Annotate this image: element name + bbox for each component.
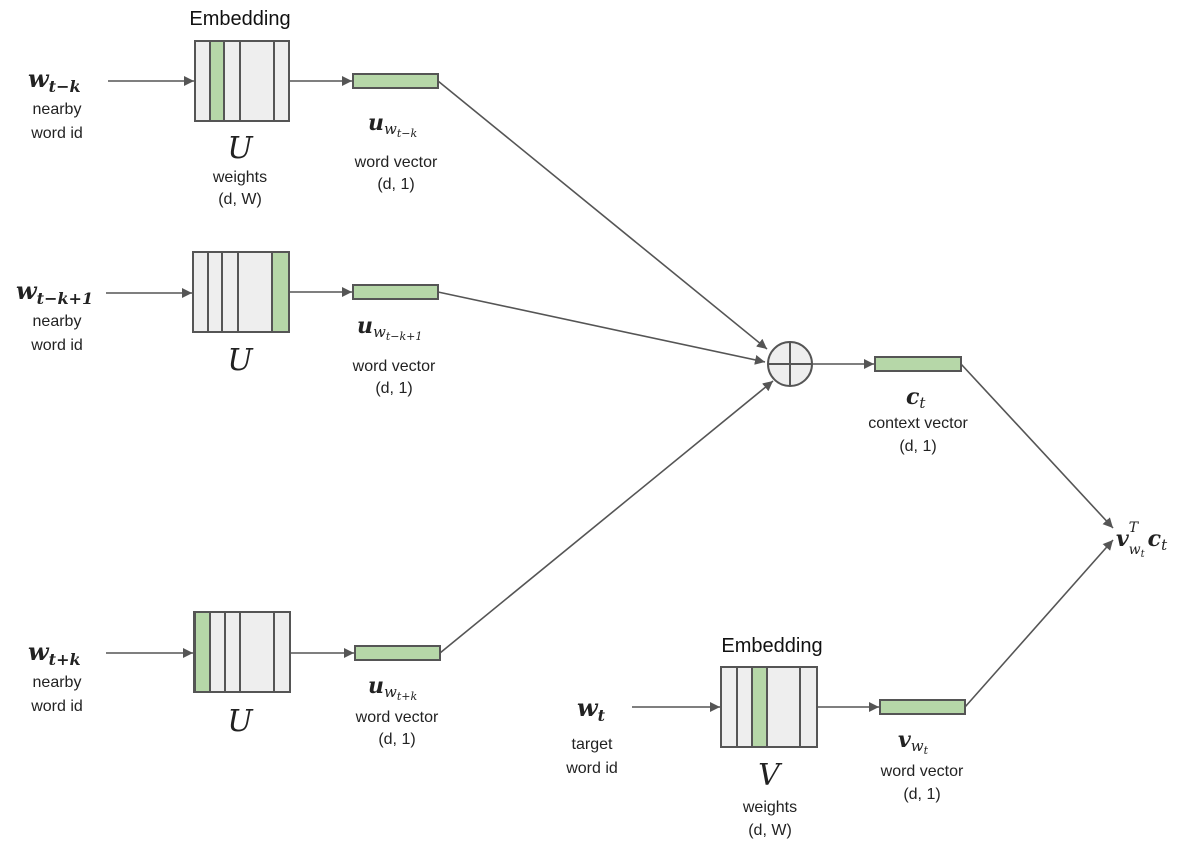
- arrow: [437, 80, 768, 350]
- vector-shape: (d, 1): [375, 380, 412, 397]
- svg-text:word id: word id: [30, 125, 83, 142]
- svg-text:nearby: nearby: [33, 674, 82, 691]
- vector-label: uwt+k: [368, 673, 417, 703]
- embedding-title: Embedding: [721, 635, 822, 657]
- vector-label: uwt−k+1: [357, 313, 422, 343]
- embedding-matrix-u: [193, 611, 291, 693]
- word-vector-bar: [352, 73, 439, 89]
- sum-node: [767, 341, 813, 387]
- svg-text:word id: word id: [565, 760, 618, 777]
- weights-label: weights: [742, 799, 797, 816]
- embedding-matrix-u: [192, 251, 290, 333]
- svg-text:nearby: nearby: [33, 101, 82, 118]
- input-w-t-minus-k: wt−k nearby word id: [28, 64, 83, 142]
- word-vector-bar: [354, 645, 441, 661]
- context-vector-bar: [874, 356, 962, 372]
- arrow: [437, 291, 766, 365]
- weights-shape: (d, W): [748, 822, 792, 839]
- vector-shape: (d, 1): [377, 176, 414, 193]
- svg-text:word id: word id: [30, 698, 83, 715]
- vector-shape: (d, 1): [903, 786, 940, 803]
- word-vector-bar: [879, 699, 966, 715]
- embedding-matrix-u: [194, 40, 290, 122]
- svg-text:nearby: nearby: [33, 313, 82, 330]
- svg-text:wt−k+1: wt−k+1: [16, 276, 93, 308]
- arrow: [439, 380, 774, 654]
- vector-desc: word vector: [880, 763, 964, 780]
- context-label: ct: [906, 384, 926, 412]
- svg-text:wt: wt: [577, 693, 606, 725]
- input-w-t-target: wt target word id: [565, 693, 618, 777]
- matrix-label-u: U: [227, 704, 254, 739]
- vector-desc: word vector: [352, 358, 436, 375]
- input-w-t-plus-k: wt+k nearby word id: [28, 637, 83, 715]
- weights-label: weights: [212, 169, 267, 186]
- matrix-label-u: U: [227, 131, 254, 166]
- embedding-title: Embedding: [189, 8, 290, 30]
- word-vector-bar: [352, 284, 439, 300]
- svg-text:wt−k: wt−k: [28, 64, 81, 96]
- embedding-matrix-v: [720, 666, 818, 748]
- vector-shape: (d, 1): [378, 731, 415, 748]
- arrow: [964, 539, 1114, 708]
- svg-text:target: target: [572, 736, 613, 753]
- vector-desc: word vector: [354, 154, 438, 171]
- vector-label: vwt: [898, 727, 929, 757]
- arrow: [960, 363, 1114, 529]
- input-w-t-minus-k-plus-1: wt−k+1 nearby word id: [16, 276, 93, 354]
- matrix-label-v: V: [758, 758, 783, 793]
- matrix-label-u: U: [227, 343, 254, 378]
- vector-desc: word vector: [355, 709, 439, 726]
- svg-text:wt+k: wt+k: [28, 637, 81, 669]
- svg-text:word id: word id: [30, 337, 83, 354]
- weights-shape: (d, W): [218, 191, 262, 208]
- context-shape: (d, 1): [899, 438, 936, 455]
- vector-label: uwt−k: [368, 110, 417, 140]
- context-desc: context vector: [868, 415, 968, 432]
